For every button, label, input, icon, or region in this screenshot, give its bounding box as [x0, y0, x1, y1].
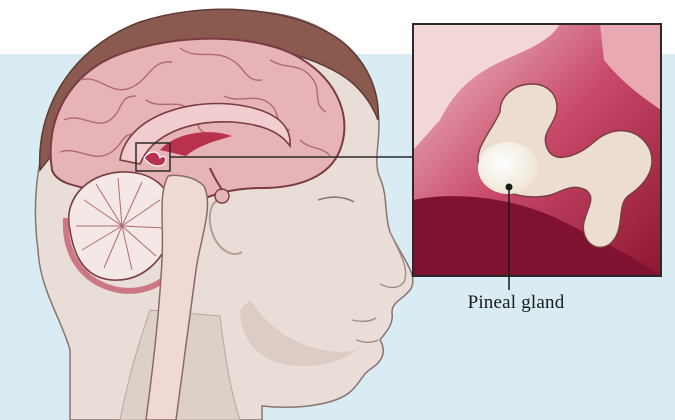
- pituitary: [215, 189, 229, 203]
- inset-panel: [413, 24, 661, 290]
- pineal-gland-label: Pineal gland: [436, 292, 596, 314]
